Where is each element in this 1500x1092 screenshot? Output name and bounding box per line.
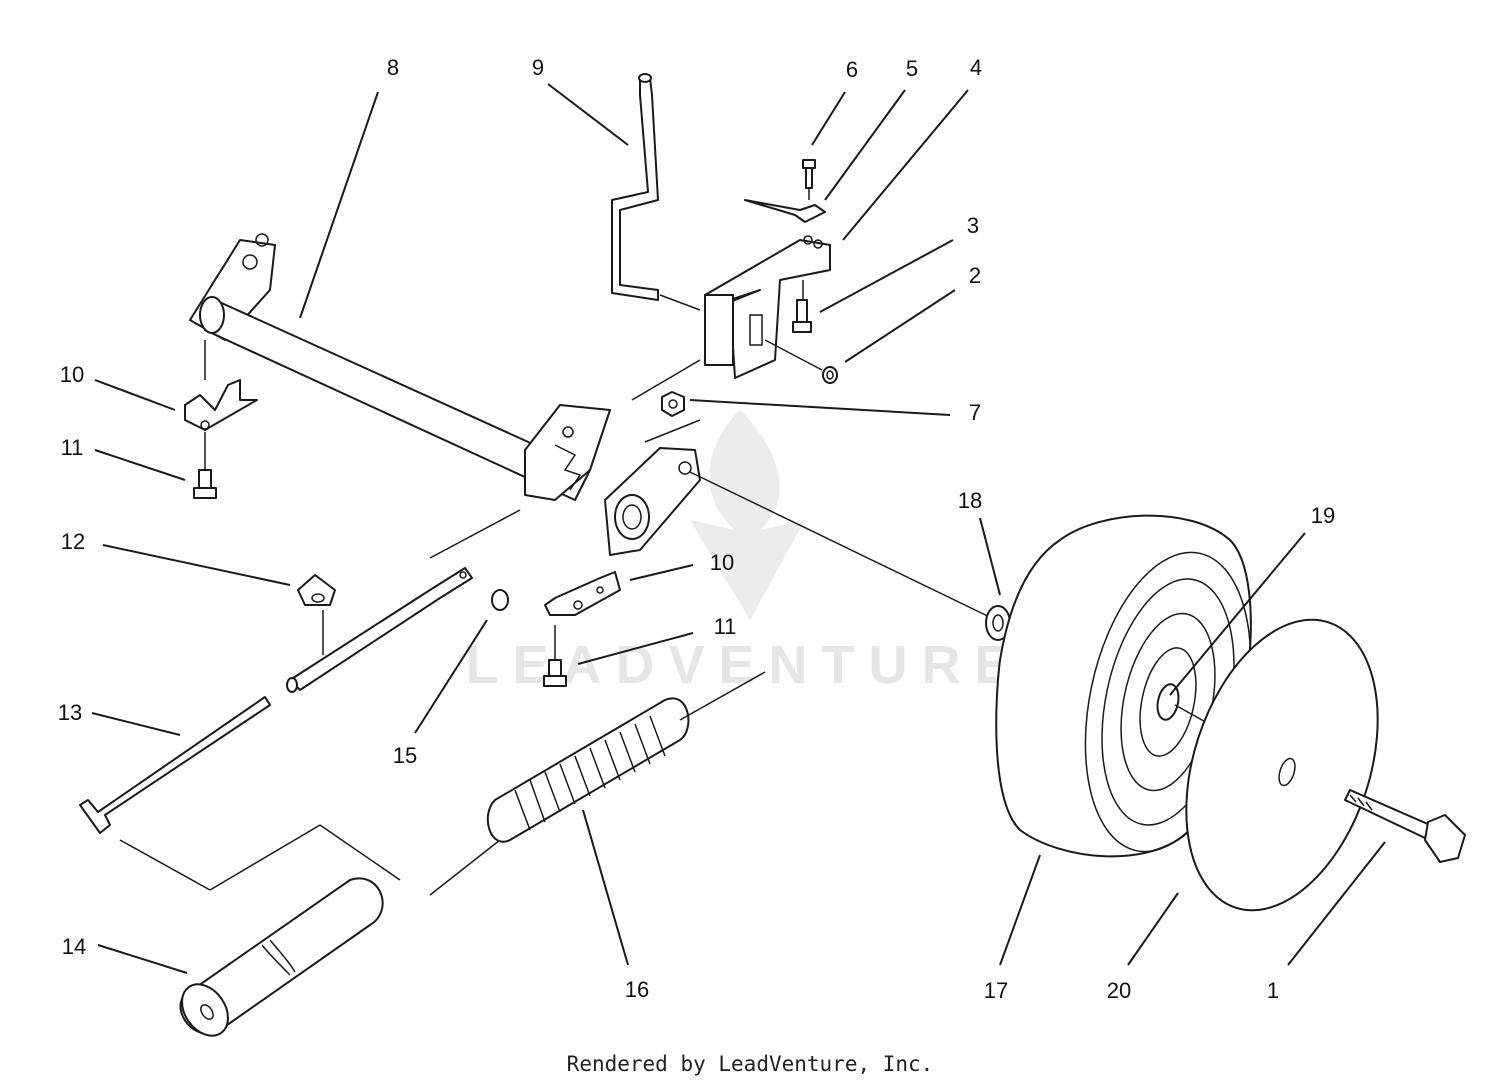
spring-clip xyxy=(744,199,826,223)
callout-9: 9 xyxy=(532,55,544,80)
adjust-lever xyxy=(611,73,701,311)
link-cap xyxy=(297,574,336,655)
callout-14: 14 xyxy=(62,934,86,959)
callout-12: 12 xyxy=(61,529,85,554)
lever-bracket xyxy=(704,235,831,379)
callout-5: 5 xyxy=(906,56,918,81)
washer-2 xyxy=(764,339,838,384)
shoulder-bolt xyxy=(1344,789,1466,863)
callout-11-top: 11 xyxy=(61,435,84,460)
callout-11-lower: 11 xyxy=(714,614,737,639)
axle-shaft xyxy=(189,233,591,501)
extension-spring xyxy=(429,671,766,896)
screw-11-lower xyxy=(543,625,567,687)
callout-3: 3 xyxy=(967,213,979,238)
callout-8: 8 xyxy=(387,55,399,80)
callout-19: 19 xyxy=(1311,503,1335,528)
retaining-ring xyxy=(491,589,509,611)
axle-mount-bracket xyxy=(524,404,611,501)
screw-3 xyxy=(792,280,812,333)
callout-2: 2 xyxy=(969,263,981,288)
callout-15: 15 xyxy=(393,743,417,768)
callout-20: 20 xyxy=(1107,978,1131,1003)
screw-6 xyxy=(802,159,816,200)
nut-7 xyxy=(631,359,701,443)
watermark-logo xyxy=(690,410,805,620)
screw-11-top xyxy=(193,432,217,499)
bearing-plate xyxy=(604,447,1001,623)
render-credit: Rendered by LeadVenture, Inc. xyxy=(566,1052,934,1076)
callout-10-top: 10 xyxy=(60,362,84,387)
callout-13: 13 xyxy=(58,700,82,725)
pivot-bracket-top xyxy=(184,379,258,431)
callout-10-lower: 10 xyxy=(710,550,734,575)
hub-cap xyxy=(1185,618,1379,912)
link-rod xyxy=(286,509,521,693)
handle-grip xyxy=(179,877,384,1037)
callout-18: 18 xyxy=(958,488,982,513)
callouts: 8 9 6 5 4 3 2 10 7 11 18 19 12 10 11 13 … xyxy=(58,55,1335,1003)
bent-rod xyxy=(79,696,401,891)
callout-4: 4 xyxy=(970,55,982,80)
callout-7: 7 xyxy=(969,400,981,425)
callout-17: 17 xyxy=(984,978,1008,1003)
leader-lines xyxy=(91,83,1386,974)
pivot-bracket-lower xyxy=(544,571,621,616)
callout-1: 1 xyxy=(1267,978,1279,1003)
callout-16: 16 xyxy=(625,977,649,1002)
callout-6: 6 xyxy=(846,57,858,82)
